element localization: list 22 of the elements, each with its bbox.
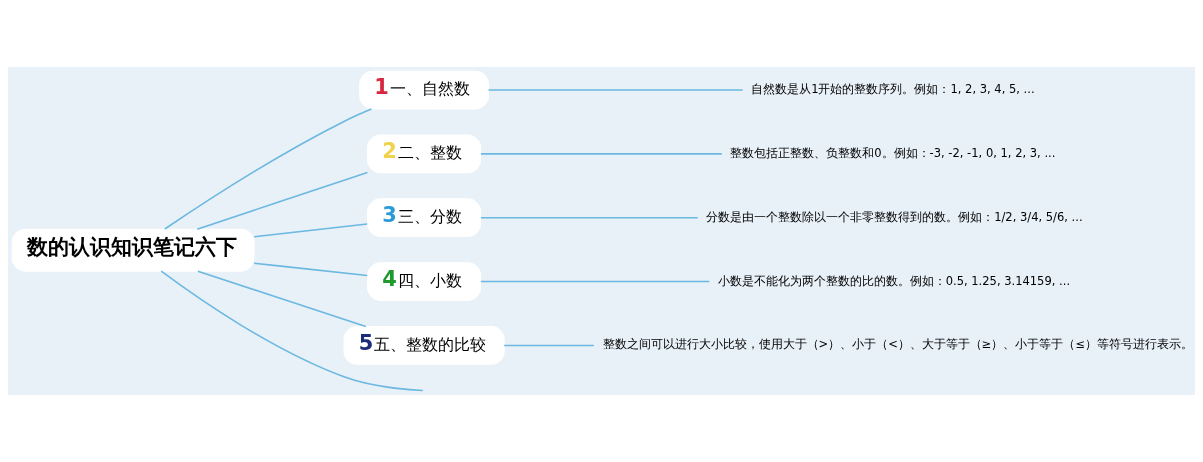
node-text: 整数包括正整数、负整数和0。例如：-3, -2, -1, 0, 1, 2, 3, ... [730,145,1056,160]
connector [197,270,367,328]
connector [487,89,744,91]
node-box: 数的认识知识笔记六下 [11,228,255,272]
node-text: 分数是由一个整数除以一个非零整数得到的数。例如：1/2, 3/4, 5/6, ... [706,209,1083,224]
node-box: 4 四、小数 [367,262,482,301]
connector [253,223,368,238]
node-box: 1一、自然数 [359,70,489,110]
connector [480,216,699,219]
connector [480,153,723,155]
node-text: 小数是不能化为两个整数的比的数。例如：0.5, 1.25, 3.14159, ... [717,273,1071,288]
connector [503,344,595,347]
node-text: 自然数是从1开始的整数序列。例如：1, 2, 3, 4, 5, ... [751,81,1035,96]
connector [253,262,368,277]
connector [160,270,424,392]
node-box: 3三、分数 [367,198,482,238]
connector [196,171,369,230]
node-box: 5五、整数的比较 [343,326,505,365]
connector [164,108,373,230]
node-text: 整数之间可以进行大小比较，使用大于（>）、小于（<）、大于等于（≥）、小于等于（≤）等符号进行表示。 [602,337,1194,352]
connector [480,280,711,283]
node-box: 2二、整数 [367,134,482,174]
